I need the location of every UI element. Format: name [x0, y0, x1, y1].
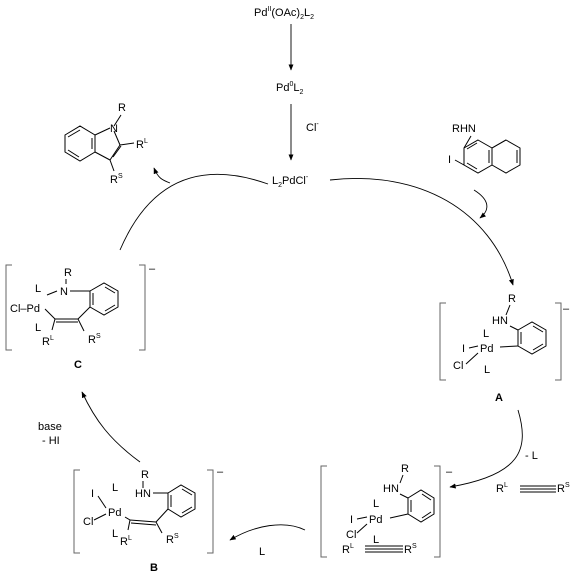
- svg-text:RS: RS: [166, 533, 179, 546]
- svg-text:Pd0L2: Pd0L2: [276, 81, 304, 96]
- svg-text:I: I: [350, 514, 353, 526]
- alkyne-reagent: RL RS: [496, 482, 570, 495]
- svg-text:I: I: [91, 488, 94, 500]
- svg-text:N: N: [60, 286, 68, 298]
- svg-text:R: R: [141, 469, 149, 481]
- chloride-label: Cl-: [306, 121, 319, 134]
- svg-text:L: L: [373, 498, 379, 510]
- complex-B: – R HN L I Pd Cl L RL RS B: [73, 466, 224, 574]
- svg-text:Cl: Cl: [346, 529, 356, 541]
- indole-rl: RL: [136, 138, 148, 151]
- svg-text:Cl-: Cl-: [306, 121, 319, 134]
- active-catalyst-label: L2PdCl-: [272, 174, 309, 189]
- complex-pi-charge: –: [446, 466, 453, 478]
- svg-text:RL: RL: [496, 482, 508, 495]
- svg-text:Pd: Pd: [369, 514, 382, 526]
- svg-text:RS: RS: [404, 543, 417, 556]
- substrate-entry-arrow: [473, 189, 488, 219]
- cycle-arrow-pi-to-B: [229, 524, 306, 541]
- svg-text:Cl: Cl: [83, 516, 93, 528]
- svg-text:L: L: [112, 482, 118, 494]
- svg-text:R: R: [64, 267, 72, 279]
- indole-r: R: [118, 102, 126, 114]
- cycle-arrow-top-left: [119, 173, 269, 251]
- minus-l-label: - L: [525, 450, 538, 462]
- indole-rs: RS: [110, 173, 123, 186]
- substrate-rhn: RHN: [452, 123, 476, 135]
- label-B: B: [150, 562, 158, 574]
- svg-text:Cl–Pd: Cl–Pd: [10, 303, 40, 315]
- svg-text:HN: HN: [135, 488, 151, 500]
- indole-product: N R RL RS: [64, 102, 148, 186]
- svg-text:HN: HN: [492, 315, 508, 327]
- svg-text:L: L: [483, 328, 489, 340]
- svg-text:L: L: [112, 528, 118, 540]
- svg-text:R: R: [401, 463, 409, 475]
- cycle-arrow-top-right: [329, 178, 514, 286]
- complex-C-charge: –: [149, 263, 156, 275]
- svg-text:HN: HN: [383, 483, 399, 495]
- base-label: base: [38, 421, 62, 433]
- svg-text:L2PdCl-: L2PdCl-: [272, 174, 309, 189]
- svg-text:RL: RL: [342, 543, 354, 556]
- complex-pi: – R HN L I Pd Cl L RL RS: [320, 463, 453, 558]
- svg-text:RS: RS: [88, 333, 101, 346]
- pd0-label: Pd0L2: [276, 81, 304, 96]
- svg-text:RL: RL: [120, 535, 132, 548]
- indole-n: N: [110, 123, 118, 135]
- svg-text:L: L: [35, 322, 41, 334]
- l-step-label: L: [259, 546, 265, 558]
- substrate-i: I: [448, 154, 451, 166]
- complex-A: – R HN L I Pd Cl L A: [439, 293, 570, 404]
- svg-text:L: L: [484, 364, 490, 376]
- label-C: C: [74, 359, 82, 371]
- svg-text:RS: RS: [557, 482, 570, 495]
- svg-text:L: L: [373, 534, 379, 546]
- svg-text:PdII(OAc)2L2: PdII(OAc)2L2: [254, 6, 314, 21]
- precatalyst-label: PdII(OAc)2L2: [254, 6, 314, 21]
- cycle-arrow-B-to-C: [81, 391, 141, 463]
- iodoaniline-substrate: RHN I: [448, 123, 521, 174]
- svg-text:Cl: Cl: [453, 360, 463, 372]
- minus-hi-label: - HI: [42, 435, 60, 447]
- product-release-arrow: [153, 167, 171, 184]
- complex-C: – R N L Cl–Pd L RL RS C: [5, 263, 156, 371]
- svg-text:I: I: [462, 343, 465, 355]
- svg-text:Pd: Pd: [480, 343, 493, 355]
- svg-text:R: R: [508, 293, 516, 305]
- complex-A-charge: –: [563, 303, 570, 315]
- label-A: A: [495, 392, 503, 404]
- complex-B-charge: –: [217, 466, 224, 478]
- svg-text:RL: RL: [42, 335, 54, 348]
- cycle-arrow-A-to-pi: [449, 409, 523, 489]
- svg-text:L: L: [35, 283, 41, 295]
- svg-text:Pd: Pd: [108, 507, 121, 519]
